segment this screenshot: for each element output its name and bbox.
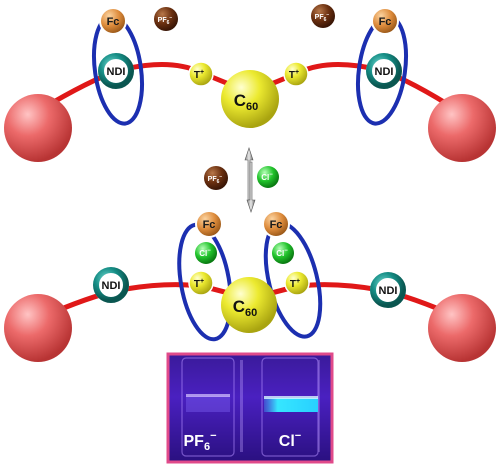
bottom-left-ndi: NDI bbox=[93, 267, 129, 303]
fc-label: Fc bbox=[107, 16, 120, 28]
svg-text:PF6−: PF6− bbox=[315, 12, 330, 23]
pf6-photo-label: PF6− bbox=[183, 430, 216, 453]
svg-text:Cl−: Cl− bbox=[261, 172, 273, 182]
anion-exchange-arrow bbox=[244, 147, 256, 213]
fc-label: Fc bbox=[379, 16, 392, 28]
bottom-left-stopper bbox=[4, 294, 72, 362]
bottom-c60: C60 bbox=[221, 277, 277, 333]
cyan-emission-band bbox=[264, 398, 318, 412]
middle-pf6-anion: PF6− bbox=[204, 166, 228, 190]
middle-cl-anion: Cl− bbox=[257, 166, 279, 188]
c60-label: C60 bbox=[234, 91, 259, 113]
top-right-ndi: NDI bbox=[366, 53, 402, 89]
bottom-left-macrocycle bbox=[177, 222, 233, 342]
top-c60: C60 bbox=[221, 70, 279, 128]
bottom-rotaxane: NDI NDI Fc Fc Cl− Cl− T+ T+ bbox=[4, 210, 496, 362]
fc-label: Fc bbox=[270, 219, 283, 231]
bottom-right-t-plus: T+ bbox=[284, 270, 310, 296]
svg-text:PF6−: PF6− bbox=[158, 15, 173, 26]
ndi-label: NDI bbox=[379, 285, 398, 297]
t-plus-label: T+ bbox=[290, 278, 300, 290]
top-left-fc: Fc bbox=[99, 7, 127, 35]
bottom-right-stopper bbox=[428, 294, 496, 362]
ndi-label: NDI bbox=[375, 66, 394, 78]
ndi-label: NDI bbox=[107, 66, 126, 78]
t-plus-label: T+ bbox=[289, 69, 299, 81]
top-pf6-anion-right: PF6− bbox=[311, 4, 335, 28]
bottom-left-fc: Fc bbox=[195, 210, 223, 238]
bottom-right-ndi: NDI bbox=[370, 272, 406, 308]
ndi-label: NDI bbox=[102, 280, 121, 292]
bottom-left-cl-anion: Cl− bbox=[195, 242, 217, 264]
bottom-left-t-plus: T+ bbox=[188, 270, 214, 296]
top-right-stopper bbox=[428, 94, 496, 162]
bottom-right-cl-anion: Cl− bbox=[272, 242, 294, 264]
fc-label: Fc bbox=[203, 219, 216, 231]
top-right-fc: Fc bbox=[371, 7, 399, 35]
top-pf6-anion-left: PF6− bbox=[154, 7, 178, 31]
t-plus-label: T+ bbox=[194, 278, 204, 290]
bottom-right-fc: Fc bbox=[262, 210, 290, 238]
c60-label: C60 bbox=[233, 297, 258, 319]
top-right-t-plus: T+ bbox=[283, 61, 309, 87]
top-left-ndi: NDI bbox=[98, 53, 134, 89]
svg-text:PF6−: PF6− bbox=[208, 174, 223, 185]
top-left-t-plus: T+ bbox=[188, 61, 214, 87]
cl-photo-label: Cl− bbox=[279, 430, 301, 450]
vial-photo-inset: PF6− Cl− bbox=[166, 352, 334, 464]
svg-text:Cl−: Cl− bbox=[199, 248, 211, 258]
top-left-stopper bbox=[4, 94, 72, 162]
svg-text:Cl−: Cl− bbox=[276, 248, 288, 258]
top-rotaxane: Fc Fc NDI NDI T+ T+ C60 bbox=[4, 4, 496, 162]
t-plus-label: T+ bbox=[194, 69, 204, 81]
left-vial bbox=[181, 357, 235, 457]
